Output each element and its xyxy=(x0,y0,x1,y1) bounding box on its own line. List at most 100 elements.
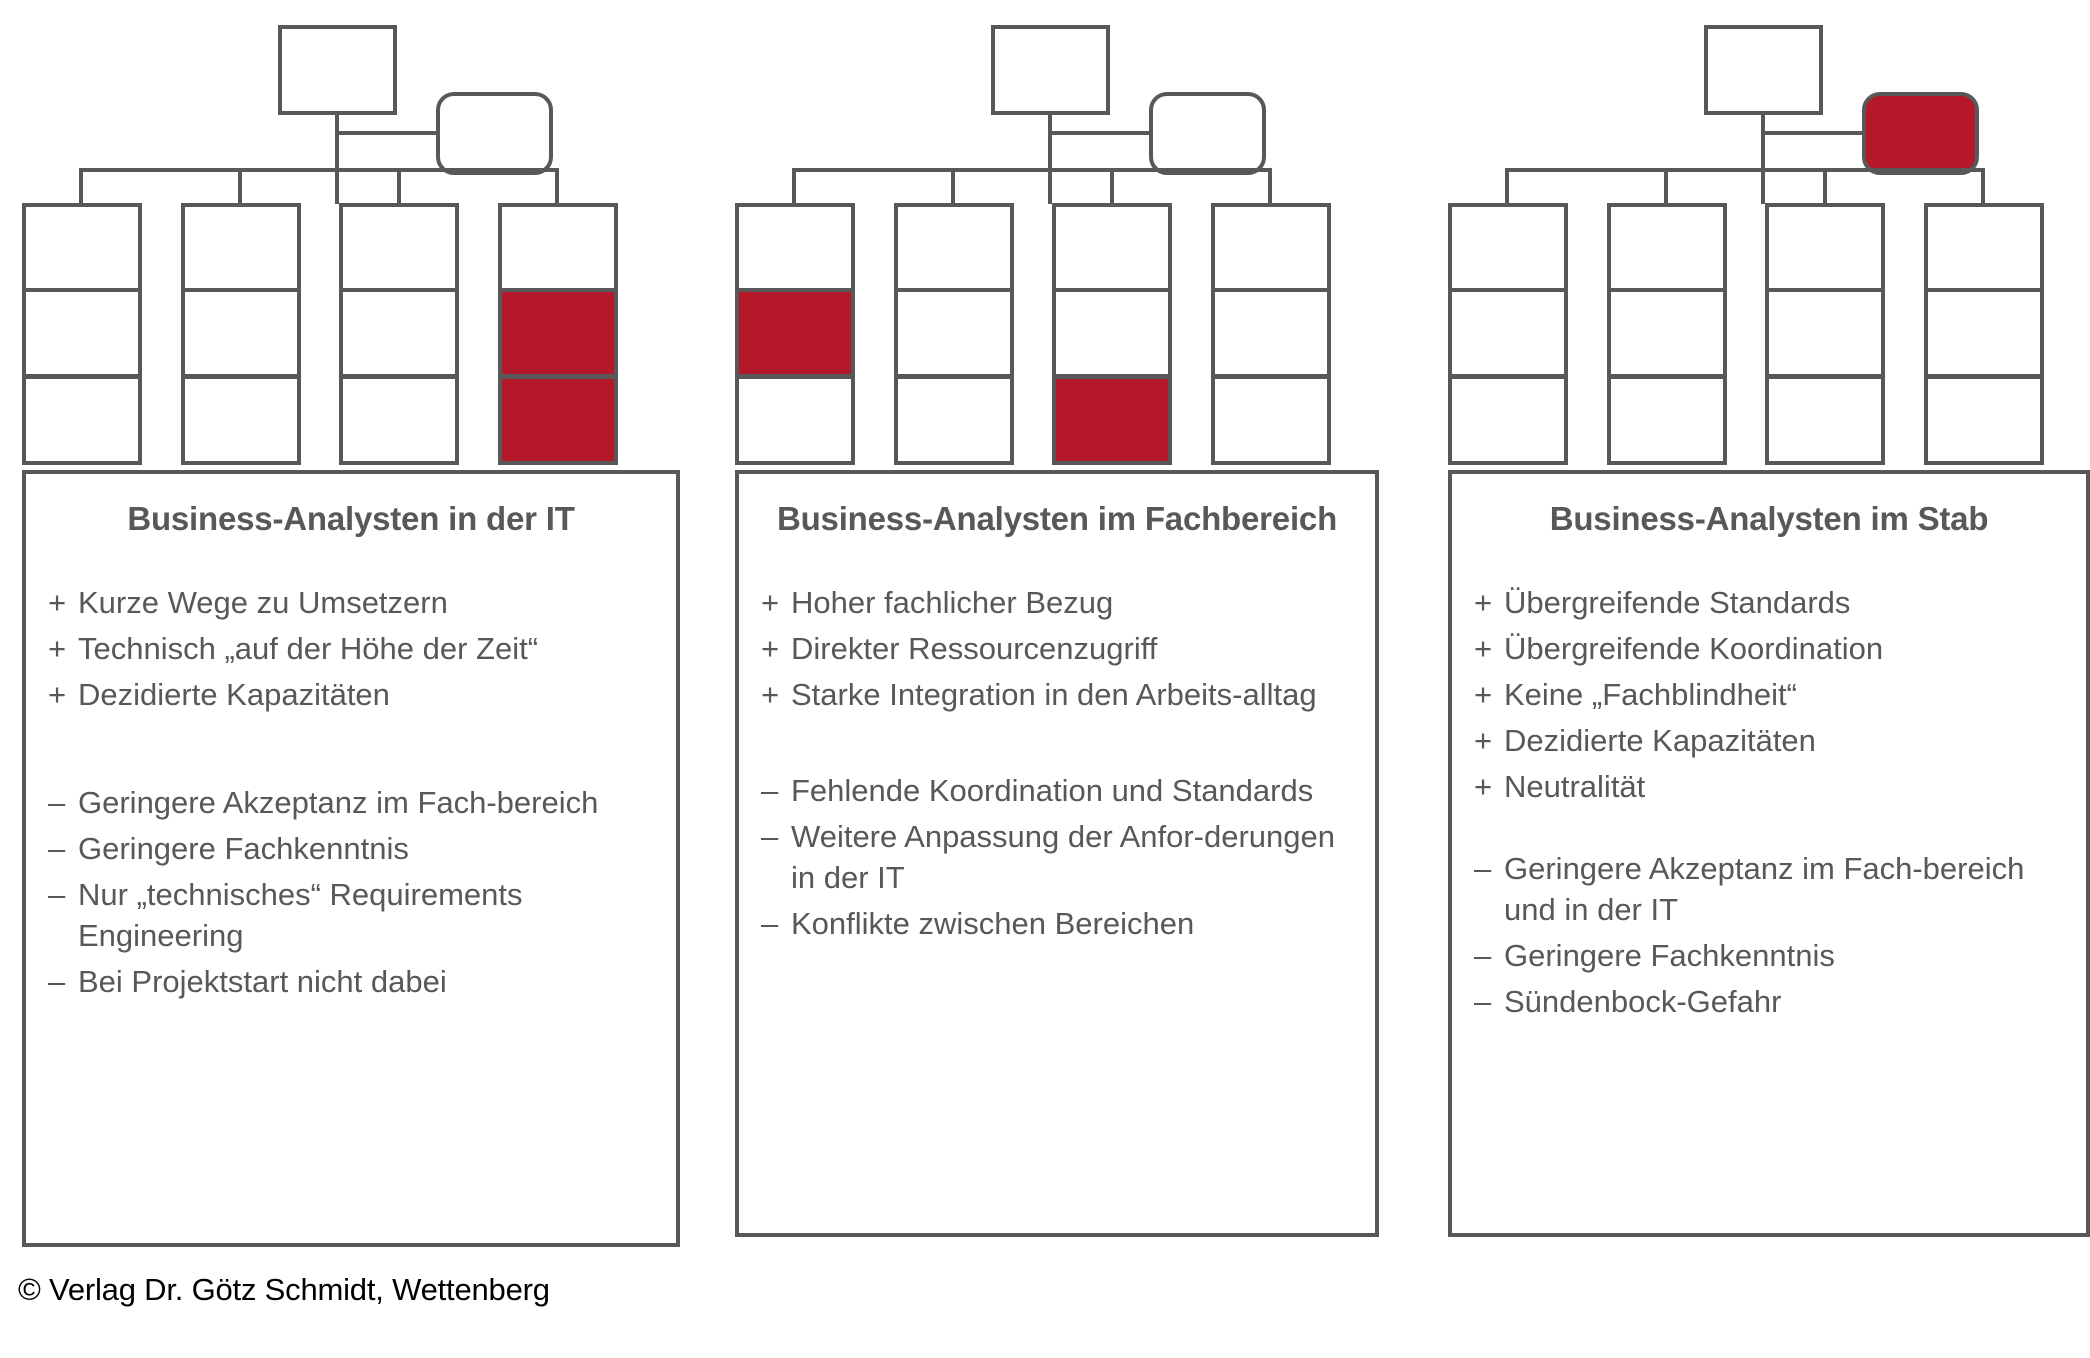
list-item-label: Geringere Akzeptanz im Fach-bereich und … xyxy=(1504,850,2025,927)
list-item: + Technisch „auf der Höhe der Zeit“ xyxy=(48,629,656,670)
minus-icon: – xyxy=(48,784,66,820)
panel-title: Business-Analysten im Fachbereich xyxy=(776,500,1338,537)
list-item-label: Geringere Akzeptanz im Fach-bereich xyxy=(78,784,599,820)
cons-list: – Geringere Akzeptanz im Fach-bereich – … xyxy=(26,783,676,1003)
connector-drop-2 xyxy=(1664,168,1668,204)
orgchart-2 xyxy=(735,0,1395,465)
org-top-box xyxy=(278,25,397,115)
org-unit-box xyxy=(22,375,142,465)
panel-business-analysts-in-fachbereich: Business-Analysten im Fachbereich + Hohe… xyxy=(735,470,1379,1237)
org-unit-box xyxy=(498,203,618,293)
plus-icon: + xyxy=(1474,585,1493,621)
minus-icon: – xyxy=(761,772,779,808)
org-unit-box xyxy=(22,288,142,378)
org-unit-box xyxy=(1765,375,1885,465)
plus-icon: + xyxy=(48,677,67,713)
column-business-analysts-in-it xyxy=(22,0,682,465)
minus-icon: – xyxy=(761,818,779,854)
minus-icon: – xyxy=(48,876,66,912)
pros-list: + Übergreifende Standards + Übergreifend… xyxy=(1452,583,2086,808)
list-item-label: Dezidierte Kapazitäten xyxy=(78,677,390,713)
org-unit-box xyxy=(1924,203,2044,293)
list-item-label: Technisch „auf der Höhe der Zeit“ xyxy=(78,631,539,667)
connector-drop-3 xyxy=(1823,168,1827,204)
plus-icon: + xyxy=(761,585,780,621)
org-unit-box xyxy=(1448,203,1568,293)
orgchart-3 xyxy=(1448,0,2090,465)
copyright-notice: © Verlag Dr. Götz Schmidt, Wettenberg xyxy=(18,1272,550,1307)
org-staff-box-highlighted xyxy=(1862,92,1979,175)
connector-staff xyxy=(335,131,439,135)
org-unit-box xyxy=(894,203,1014,293)
list-item: + Direkter Ressourcenzugriff xyxy=(761,629,1355,670)
org-unit-box xyxy=(1924,375,2044,465)
list-item: + Starke Integration in den Arbeits-allt… xyxy=(761,675,1355,716)
list-item-label: Weitere Anpassung der Anfor-derungen in … xyxy=(791,818,1336,895)
list-gap xyxy=(26,721,676,783)
list-item: + Übergreifende Standards xyxy=(1474,583,2066,624)
connector-vertical-main xyxy=(1048,114,1052,204)
pros-list: + Kurze Wege zu Umsetzern + Technisch „a… xyxy=(26,583,676,716)
list-item: – Geringere Akzeptanz im Fach-bereich xyxy=(48,783,656,824)
org-unit-box xyxy=(1924,288,2044,378)
connector-drop-2 xyxy=(238,168,242,204)
org-staff-box xyxy=(436,92,553,175)
org-unit-box xyxy=(894,375,1014,465)
plus-icon: + xyxy=(1474,631,1493,667)
list-item-label: Direkter Ressourcenzugriff xyxy=(791,631,1158,667)
org-unit-box xyxy=(1211,375,1331,465)
list-item-label: Fehlende Koordination und Standards xyxy=(791,772,1314,808)
org-unit-box xyxy=(339,203,459,293)
pros-list: + Hoher fachlicher Bezug + Direkter Ress… xyxy=(739,583,1375,716)
list-item: – Weitere Anpassung der Anfor-derungen i… xyxy=(761,817,1355,899)
list-gap xyxy=(739,721,1375,771)
connector-vertical-main xyxy=(335,114,339,204)
org-unit-box xyxy=(1211,288,1331,378)
list-item: – Fehlende Koordination und Standards xyxy=(761,771,1355,812)
connector-staff xyxy=(1048,131,1152,135)
org-unit-box xyxy=(22,203,142,293)
connector-drop-4 xyxy=(1981,168,1985,204)
org-unit-box-highlighted xyxy=(498,288,618,378)
connector-bus xyxy=(79,168,559,172)
list-item: + Dezidierte Kapazitäten xyxy=(48,675,656,716)
org-unit-box xyxy=(181,375,301,465)
cons-list: – Fehlende Koordination und Standards – … xyxy=(739,771,1375,945)
list-item-label: Keine „Fachblindheit“ xyxy=(1504,677,1797,713)
minus-icon: – xyxy=(48,963,66,999)
minus-icon: – xyxy=(1474,850,1492,886)
connector-drop-4 xyxy=(555,168,559,204)
list-item-label: Geringere Fachkenntnis xyxy=(78,830,409,866)
list-item-label: Hoher fachlicher Bezug xyxy=(791,585,1114,621)
connector-drop-4 xyxy=(1268,168,1272,204)
connector-drop-3 xyxy=(397,168,401,204)
list-item: + Keine „Fachblindheit“ xyxy=(1474,675,2066,716)
list-item: + Dezidierte Kapazitäten xyxy=(1474,721,2066,762)
list-item: + Übergreifende Koordination xyxy=(1474,629,2066,670)
connector-drop-1 xyxy=(79,168,83,204)
connector-drop-1 xyxy=(1505,168,1509,204)
org-unit-box-highlighted xyxy=(498,375,618,465)
org-unit-box xyxy=(1052,203,1172,293)
plus-icon: + xyxy=(48,631,67,667)
list-item-label: Dezidierte Kapazitäten xyxy=(1504,722,1816,758)
list-gap xyxy=(1452,813,2086,849)
list-item: + Neutralität xyxy=(1474,767,2066,808)
org-staff-box xyxy=(1149,92,1266,175)
org-unit-box xyxy=(735,375,855,465)
list-item-label: Neutralität xyxy=(1504,768,1646,804)
org-unit-box xyxy=(1211,203,1331,293)
plus-icon: + xyxy=(1474,722,1493,758)
connector-bus xyxy=(792,168,1272,172)
org-unit-box xyxy=(1052,288,1172,378)
list-item: – Geringere Fachkenntnis xyxy=(1474,936,2066,977)
org-unit-box xyxy=(181,203,301,293)
minus-icon: – xyxy=(48,830,66,866)
connector-drop-2 xyxy=(951,168,955,204)
org-unit-box xyxy=(1765,203,1885,293)
connector-drop-3 xyxy=(1110,168,1114,204)
org-unit-box xyxy=(339,288,459,378)
org-unit-box xyxy=(1448,288,1568,378)
plus-icon: + xyxy=(48,585,67,621)
